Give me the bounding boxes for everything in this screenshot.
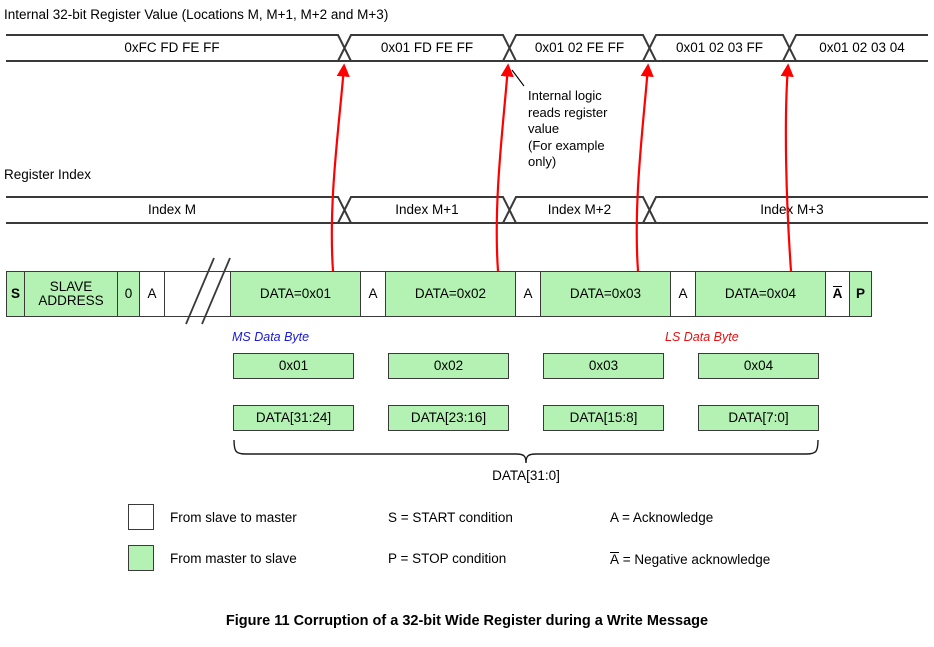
byte-value-box-0: 0x01: [233, 353, 354, 379]
frame-cell-data-2[interactable]: DATA=0x02: [385, 271, 515, 317]
legend-nack-text-1: = Negative acknowledge: [619, 552, 771, 567]
register-index-segment-1: Index M+1: [395, 202, 459, 217]
legend-ack-symbol-0: A: [610, 510, 619, 525]
byte-value-box-1: 0x02: [388, 353, 509, 379]
corruption-arrow-1: [330, 63, 350, 272]
byte-range-box-2: DATA[15:8]: [543, 405, 664, 431]
register-index-segment-0: Index M: [147, 202, 197, 217]
frame-cell-data-3[interactable]: DATA=0x03: [540, 271, 670, 317]
frame-cell-start[interactable]: S: [6, 271, 24, 317]
frame-cell-rw-bit[interactable]: 0: [117, 271, 139, 317]
register-index-segment-3: Index M+3: [760, 202, 824, 217]
legend-ack-0: A = Acknowledge: [610, 511, 713, 525]
register-value-segment-2: 0x01 02 FE FF: [534, 40, 625, 55]
legend-condition-0: S = START condition: [388, 510, 513, 525]
byte-value-box-2: 0x03: [543, 353, 664, 379]
data-brace: [233, 439, 819, 464]
register-value-segment-3: 0x01 02 03 FF: [675, 40, 764, 55]
byte-value-box-3: 0x04: [698, 353, 819, 379]
frame-cell-ack-3[interactable]: A: [670, 271, 695, 317]
frame-cell-slave-address[interactable]: SLAVE ADDRESS: [24, 271, 117, 317]
frame-cell-data-1[interactable]: DATA=0x01: [230, 271, 360, 317]
register-value-segment-1: 0x01 FD FE FF: [380, 40, 474, 55]
legend-direction-0: From slave to master: [170, 510, 297, 525]
legend-ack-text-0: = Acknowledge: [618, 510, 714, 525]
figure-caption: Figure 11 Corruption of a 32-bit Wide Re…: [225, 613, 709, 629]
frame-cell-stop[interactable]: P: [849, 271, 872, 317]
ms-data-byte-label: MS Data Byte: [232, 330, 310, 344]
register-index-title: Register Index: [4, 167, 92, 182]
frame-cell-ack-address[interactable]: A: [139, 271, 164, 317]
legend-nack-symbol-1: A: [610, 552, 620, 567]
data-brace-caption: DATA[31:0]: [492, 468, 560, 483]
corruption-arrow-4: [780, 63, 794, 272]
register-value-segment-4: 0x01 02 03 04: [819, 40, 905, 55]
register-value-waveform-svg: [6, 34, 928, 62]
frame-cell-ack-2[interactable]: A: [515, 271, 540, 317]
frame-cell-data-4[interactable]: DATA=0x04: [695, 271, 825, 317]
ls-data-byte-label: LS Data Byte: [665, 330, 739, 344]
byte-range-box-1: DATA[23:16]: [388, 405, 509, 431]
frame-cell-nack[interactable]: A: [825, 271, 849, 317]
register-index-waveform: Index M Index M+1 Index M+2 Index M+3: [6, 195, 928, 225]
register-value-segment-0: 0xFC FD FE FF: [124, 40, 220, 55]
legend-direction-1: From master to slave: [170, 551, 297, 566]
legend-condition-1: P = STOP condition: [388, 551, 507, 566]
frame-cell-break-gap: [164, 271, 230, 317]
register-value-title: Internal 32-bit Register Value (Location…: [4, 7, 389, 22]
byte-range-box-0: DATA[31:24]: [233, 405, 354, 431]
internal-logic-annotation: Internal logic reads register value (For…: [528, 88, 608, 169]
annotation-leader-line: [511, 69, 525, 87]
legend-ack-1: A = Negative acknowledge: [610, 552, 770, 567]
frame-cell-ack-1[interactable]: A: [360, 271, 385, 317]
corruption-arrow-2: [495, 63, 514, 272]
register-value-waveform: 0xFC FD FE FF 0x01 FD FE FF 0x01 02 FE F…: [6, 33, 928, 63]
legend-swatch-slave-to-master: [128, 504, 154, 530]
i2c-frame: S SLAVE ADDRESS 0 A DATA=0x01 A DATA=0x0…: [6, 271, 872, 317]
register-index-segment-2: Index M+2: [547, 202, 612, 217]
byte-range-box-3: DATA[7:0]: [698, 405, 819, 431]
frame-cell-nack-label: A: [832, 286, 843, 302]
legend-swatch-master-to-slave: [128, 545, 154, 571]
